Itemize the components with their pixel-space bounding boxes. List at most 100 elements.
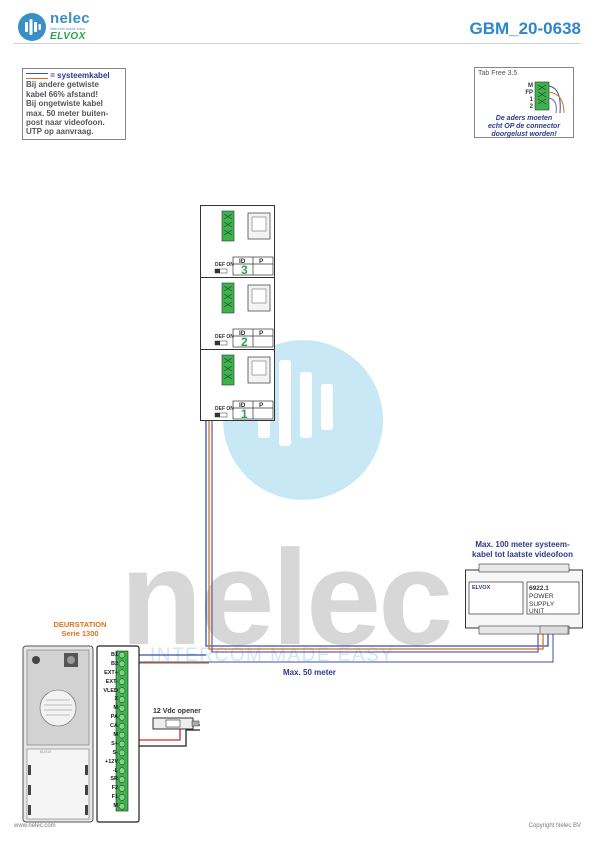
- nelec-logo-icon: [18, 13, 46, 41]
- terminal-label: S-: [112, 749, 119, 756]
- watermark-subtext: INTERCOM MADE EASY: [150, 645, 395, 666]
- terminal-label: SR: [110, 776, 118, 783]
- psu-title: Max. 100 meter systeem- kabel tot laatst…: [460, 540, 585, 560]
- monitor-p-label: P: [259, 402, 264, 409]
- note-line: kabel 66% afstand!: [26, 89, 99, 99]
- tab-note-line: doorgelust worden!: [491, 131, 557, 138]
- power-supply-unit: [465, 563, 583, 635]
- monitor-def-label: DEF ON: [215, 262, 234, 268]
- terminal-screw: [118, 696, 126, 703]
- door-station-title: DEURSTATION Serie 1300: [40, 620, 120, 638]
- note-line: Bij andere getwiste: [26, 80, 99, 90]
- terminal-screw: [118, 705, 126, 712]
- monitor-id-value: 3: [241, 263, 248, 277]
- door-opener-icon: [152, 717, 200, 730]
- terminal-screw: [118, 758, 126, 766]
- terminal-screw: [118, 803, 126, 810]
- pin-label: M: [528, 83, 533, 89]
- terminal-label: B2: [110, 660, 118, 667]
- terminal-label: -L: [112, 767, 118, 774]
- pin-label: 1: [529, 97, 533, 103]
- note-line: Bij ongetwiste kabel: [26, 99, 103, 109]
- monitor-def-label: DEF ON: [215, 406, 234, 412]
- terminal-label: EXT-: [105, 678, 118, 685]
- terminal-label: F2: [111, 785, 118, 792]
- cable-legend-icon: [26, 72, 48, 79]
- terminal-label: M: [113, 803, 118, 810]
- psu-model: 6922.1: [529, 585, 549, 592]
- monitor-id-label: ID: [239, 330, 246, 337]
- header-divider: [14, 43, 581, 44]
- psu-label-line: UNIT: [529, 608, 545, 615]
- legend-label: = systeemkabel: [50, 71, 110, 80]
- terminal-label: CA: [110, 723, 118, 730]
- door-title-line: Serie 1300: [61, 629, 99, 638]
- terminal-label: F1: [111, 794, 118, 801]
- monitor-id-label: ID: [239, 258, 246, 265]
- terminal-screw: [118, 749, 126, 757]
- terminal-label: M: [113, 732, 118, 739]
- monitor-def-label: DEF ON: [215, 334, 234, 340]
- pin-label: 2: [529, 104, 533, 110]
- document-code: GBM_20-0638: [469, 19, 581, 38]
- tab-note: De aders moeten echt OP de connector doo…: [474, 115, 574, 139]
- terminal-screw: [118, 678, 126, 685]
- tab-pin-labels: M FP 1 2: [523, 83, 533, 111]
- tab-connector-icon: [534, 81, 565, 114]
- terminal-screw: [118, 714, 126, 721]
- pin-label: FP: [525, 90, 533, 96]
- monitor-id-label: ID: [239, 402, 246, 409]
- terminal-label: S+: [111, 740, 118, 747]
- legend-note: = systeemkabel Bij andere getwiste kabel…: [22, 68, 126, 140]
- note-line: UTP op aanvraag.: [26, 127, 94, 137]
- psu-title-line: Max. 100 meter systeem-: [475, 540, 570, 549]
- terminal-screw: [118, 660, 126, 668]
- panel-brand: ELVOX: [40, 750, 52, 754]
- psu-label-line: SUPPLY: [529, 600, 555, 608]
- note-line: post naar videofoon.: [26, 118, 105, 128]
- monitor-id-value: 2: [241, 335, 248, 349]
- monitor-p-label: P: [259, 258, 264, 265]
- terminal-screw: [118, 651, 126, 659]
- footer-copyright: Copyright Nelec BV: [528, 823, 581, 829]
- legend-row: = systeemkabel: [26, 71, 122, 80]
- terminal-screw: [118, 794, 126, 801]
- terminal-label: X: [114, 696, 118, 703]
- terminal-screw: [118, 776, 126, 783]
- tab-note-line: echt OP de connector: [487, 123, 561, 130]
- terminal-screw: [118, 669, 126, 677]
- psu-brand: ELVOX: [472, 585, 491, 591]
- terminal-screw: [118, 740, 126, 748]
- door-station-module: [96, 645, 140, 823]
- monitor-stack: [200, 205, 275, 421]
- door-station-panel: [22, 645, 94, 823]
- monitor-unit-3: [200, 205, 275, 278]
- cable-distance-label: Max. 50 meter: [283, 668, 336, 677]
- terminal-label: B1: [110, 652, 118, 658]
- monitor-unit-2: [200, 277, 275, 350]
- psu-title-line: kabel tot laatste videofoon: [472, 550, 573, 559]
- terminal-screw: [118, 767, 126, 774]
- terminal-label: EXT+: [104, 669, 118, 676]
- terminal-label: M: [113, 705, 118, 712]
- brand-tagline: intercom made easy: [50, 27, 86, 31]
- note-line: max. 50 meter buiten-: [26, 108, 109, 118]
- tab-free-title: Tab Free 3.5: [478, 70, 518, 77]
- terminal-label: PA: [110, 714, 118, 721]
- psu-label: POWER SUPPLY UNIT: [529, 593, 554, 616]
- terminal-label: +12V: [105, 758, 118, 765]
- watermark-text: nelec: [120, 522, 453, 673]
- door-title-line: DEURSTATION: [53, 620, 107, 629]
- terminal-screw: [118, 785, 126, 792]
- terminal-label: VLED: [103, 687, 118, 694]
- terminal-screw: [118, 687, 126, 694]
- tab-note-line: De aders moeten: [495, 115, 553, 122]
- brand-name: nelec: [50, 10, 90, 27]
- terminal-screw: [118, 722, 126, 730]
- terminal-screw: [118, 731, 126, 739]
- monitor-id-value: 1: [241, 407, 248, 421]
- monitor-unit-1: [200, 349, 275, 421]
- tab-free-box: [474, 67, 574, 138]
